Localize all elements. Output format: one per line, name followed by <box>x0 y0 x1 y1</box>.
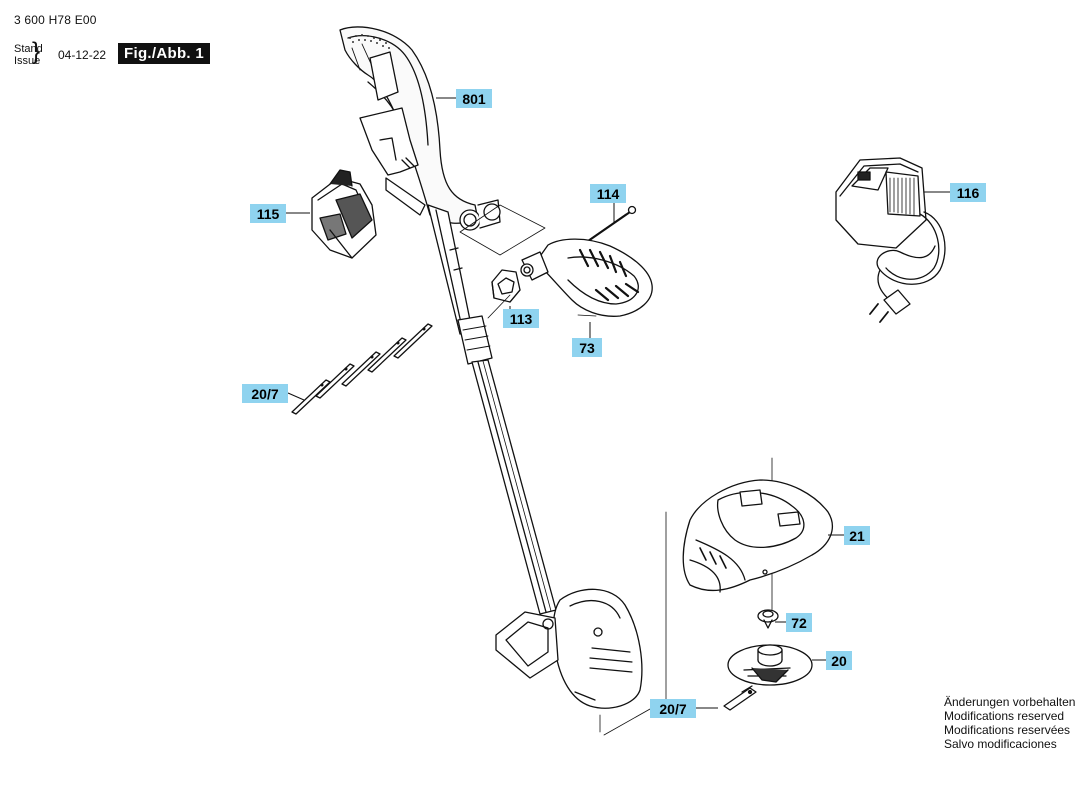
callout-73[interactable]: 73 <box>572 338 602 357</box>
callout-113[interactable]: 113 <box>503 309 539 328</box>
issue-label: Issue <box>14 55 41 67</box>
upper-shaft <box>427 204 493 365</box>
disclaimer-line-en: Modifications reserved <box>944 709 1065 723</box>
spool-20 <box>727 644 813 686</box>
blade-20-7-bottom <box>723 685 757 711</box>
callout-115[interactable]: 115 <box>250 204 286 223</box>
callout-20-7-bottom[interactable]: 20/7 <box>650 699 696 718</box>
alignment-lines <box>459 204 773 736</box>
callout-116[interactable]: 116 <box>950 183 986 202</box>
brace-symbol: } <box>32 38 41 65</box>
stand-issue-block: Stand Issue <box>14 43 43 67</box>
auxiliary-handle-73 <box>520 238 653 317</box>
callout-114[interactable]: 114 <box>590 184 626 203</box>
spare-blades-20-7-top <box>291 323 433 415</box>
knob-113 <box>491 269 521 303</box>
disclaimer-line-fr: Modifications reservées <box>944 723 1071 737</box>
battery-pack-115 <box>311 169 377 259</box>
charger-116 <box>835 157 946 323</box>
callout-72[interactable]: 72 <box>786 613 812 632</box>
disclaimer-line-de: Änderungen vorbehalten <box>944 695 1076 709</box>
stand-label: Stand <box>14 43 43 55</box>
spool-cover-21 <box>682 479 833 593</box>
issue-date: 04-12-22 <box>58 48 107 62</box>
document-number: 3 600 H78 E00 <box>14 13 97 27</box>
disclaimer: Änderungen vorbehalten Modifications res… <box>944 695 1075 751</box>
callout-20-7-top[interactable]: 20/7 <box>242 384 288 403</box>
disclaimer-line-es: Salvo modificaciones <box>944 737 1057 751</box>
clip-72 <box>757 609 779 629</box>
callout-801[interactable]: 801 <box>456 89 492 108</box>
motor-housing <box>495 588 643 709</box>
lower-shaft <box>471 359 557 615</box>
figure-label: Fig./Abb. 1 <box>118 43 210 64</box>
leader-lines <box>286 97 950 709</box>
main-handle-801 <box>339 26 501 231</box>
callout-21[interactable]: 21 <box>844 526 870 545</box>
callout-20[interactable]: 20 <box>826 651 852 670</box>
